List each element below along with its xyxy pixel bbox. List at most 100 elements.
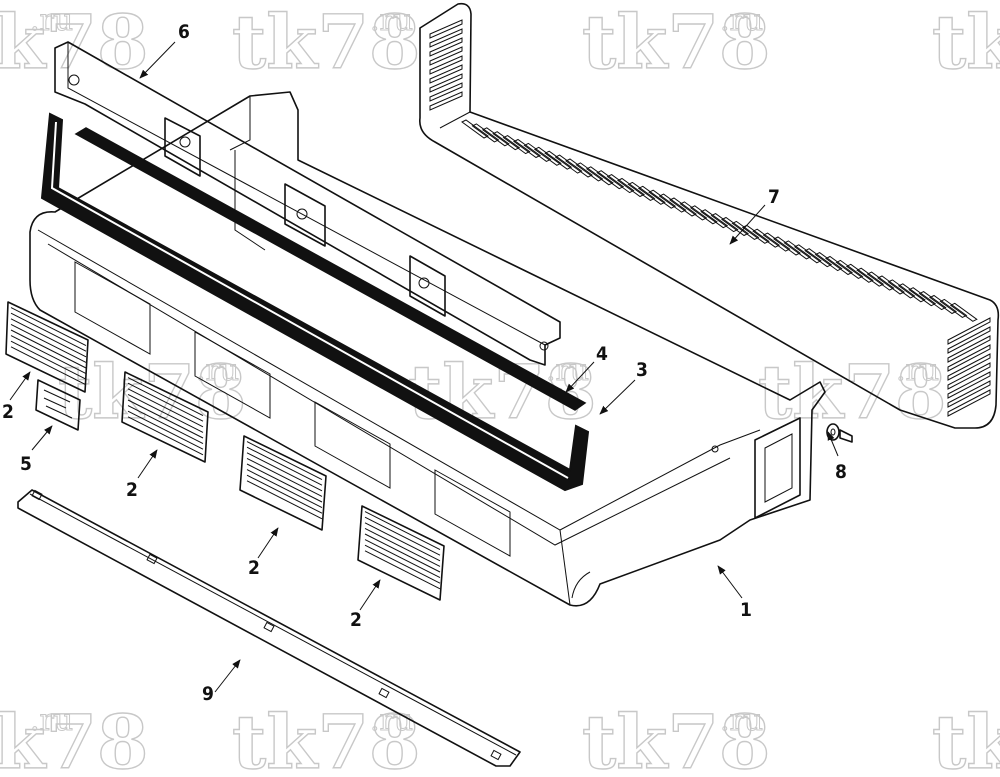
louver-slat <box>127 405 204 445</box>
part-7-grille-cover <box>418 2 1000 429</box>
grille-slot <box>700 209 729 229</box>
svg-text:tk78: tk78 <box>582 700 770 777</box>
grille-slot <box>658 193 687 213</box>
grille-slot <box>835 259 864 279</box>
louver-slat <box>246 463 323 503</box>
part-6-mounting-bracket <box>54 41 561 366</box>
leader-6 <box>139 41 176 79</box>
callout-4: 4 <box>596 343 608 365</box>
grille-slot <box>947 335 991 363</box>
leader-2c <box>257 527 279 559</box>
louver-slat <box>246 457 323 497</box>
callout-labels: 6 7 4 3 1 8 2 5 2 2 2 9 <box>2 21 847 705</box>
louver-slat <box>364 544 441 584</box>
grille-slot <box>513 138 541 159</box>
louver-slat <box>127 382 204 422</box>
grille-slot <box>741 224 770 244</box>
louver-slat <box>364 539 441 579</box>
grille-slot <box>481 127 510 147</box>
louver-slat <box>364 522 441 562</box>
part-1-housing-tray <box>29 91 826 607</box>
leader-4 <box>565 361 595 393</box>
grille-slot <box>523 142 552 162</box>
grille-slot <box>669 197 697 217</box>
callout-leaders <box>9 41 839 693</box>
louver-slat <box>127 416 204 456</box>
grille-slot <box>866 271 895 291</box>
grille-slot <box>429 46 463 66</box>
grille-slot <box>585 166 614 186</box>
louver-slat <box>246 480 323 520</box>
callout-9: 9 <box>202 683 214 705</box>
part-4-seal-strip <box>74 127 587 411</box>
grille-slot <box>648 189 677 209</box>
grille-slot <box>689 205 718 225</box>
grille-slot <box>721 216 749 237</box>
louver-grille <box>357 505 445 601</box>
grille-slot <box>947 380 991 408</box>
grille-slot <box>429 64 463 84</box>
grille-slot <box>575 162 604 182</box>
watermark: tk78 <box>931 699 1000 777</box>
callout-1: 1 <box>740 599 752 621</box>
grille-slot <box>637 185 666 205</box>
louver-slat <box>246 469 323 509</box>
louver-slat <box>10 346 87 386</box>
grille-slot <box>947 317 991 345</box>
grille-slot <box>897 283 926 303</box>
grille-slot <box>752 228 781 248</box>
svg-text:.ru: .ru <box>896 353 939 388</box>
leader-2d <box>359 579 381 611</box>
svg-text:.ru: .ru <box>196 353 239 388</box>
grille-slot <box>949 302 978 322</box>
louver-slat <box>10 340 87 380</box>
svg-text:.ru: .ru <box>30 3 73 38</box>
grille-slot <box>679 201 708 221</box>
callout-6: 6 <box>178 21 190 43</box>
svg-text:tk78: tk78 <box>932 700 1000 777</box>
grille-slot <box>773 236 801 256</box>
grille-slot <box>429 91 463 111</box>
svg-text:.ru: .ru <box>30 703 73 738</box>
callout-2c: 2 <box>248 557 260 579</box>
svg-text:tk78: tk78 <box>582 0 770 86</box>
grille-slot <box>533 146 562 166</box>
leader-7 <box>729 204 766 245</box>
grille-slot <box>544 150 573 170</box>
grille-slot <box>492 131 521 151</box>
grille-slot <box>461 119 489 139</box>
louver-slat <box>246 474 323 514</box>
louver-slat <box>127 410 204 450</box>
grille-slot <box>429 55 463 75</box>
grille-slot <box>947 389 991 417</box>
grille-slot <box>627 181 656 201</box>
leader-2b <box>137 449 158 479</box>
grille-slot <box>947 344 991 372</box>
grille-slot <box>814 252 843 272</box>
grille-slot <box>502 135 531 155</box>
svg-text:.ru: .ru <box>370 703 413 738</box>
grille-slot <box>596 170 625 190</box>
svg-text:tk78: tk78 <box>232 0 420 86</box>
leader-1 <box>717 565 743 599</box>
svg-text:.ru: .ru <box>546 353 589 388</box>
grille-slot <box>918 291 947 311</box>
louver-slat <box>364 550 441 590</box>
louver-slat <box>127 388 204 428</box>
louver-grille <box>5 301 89 393</box>
callout-5: 5 <box>20 453 32 475</box>
grille-slot <box>856 267 885 287</box>
grille-slot <box>947 371 991 399</box>
grille-slot <box>617 177 645 198</box>
grille-slot <box>877 275 905 295</box>
grille-slots <box>461 119 978 322</box>
louver-slat <box>246 441 323 481</box>
grille-slot <box>606 174 635 194</box>
watermark: tk78.ru <box>757 349 947 436</box>
grille-slots-upper <box>429 19 463 111</box>
louver-slat <box>364 516 441 556</box>
grille-slot <box>929 294 957 315</box>
louver-grille <box>121 371 209 463</box>
louver-slat <box>127 377 204 417</box>
grille-slot <box>710 213 739 233</box>
